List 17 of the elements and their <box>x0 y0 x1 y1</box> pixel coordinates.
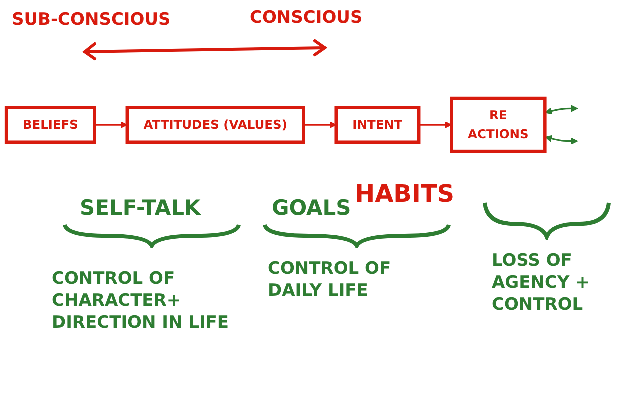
arrow <box>545 105 578 115</box>
label: CONSCIOUS <box>250 8 363 28</box>
arrow <box>304 121 337 129</box>
arrow <box>545 135 578 145</box>
note: CONTROL OF CHARACTER+ DIRECTION IN LIFE <box>52 268 230 334</box>
note: LOSS OF AGENCY + CONTROL <box>492 250 591 316</box>
node-box: RE ACTIONS <box>450 96 547 154</box>
arrow <box>419 121 452 129</box>
arrow <box>94 121 128 129</box>
label: SUB-CONSCIOUS <box>12 10 171 30</box>
node-box: BELIEFS <box>4 106 96 144</box>
label: SELF-TALK <box>80 196 201 220</box>
note: CONTROL OF DAILY LIFE <box>268 258 392 302</box>
label: HABITS <box>355 180 455 208</box>
node-box: ATTITUDES (VALUES) <box>126 106 306 144</box>
node-box: INTENT <box>334 106 421 144</box>
label: GOALS <box>272 196 352 220</box>
